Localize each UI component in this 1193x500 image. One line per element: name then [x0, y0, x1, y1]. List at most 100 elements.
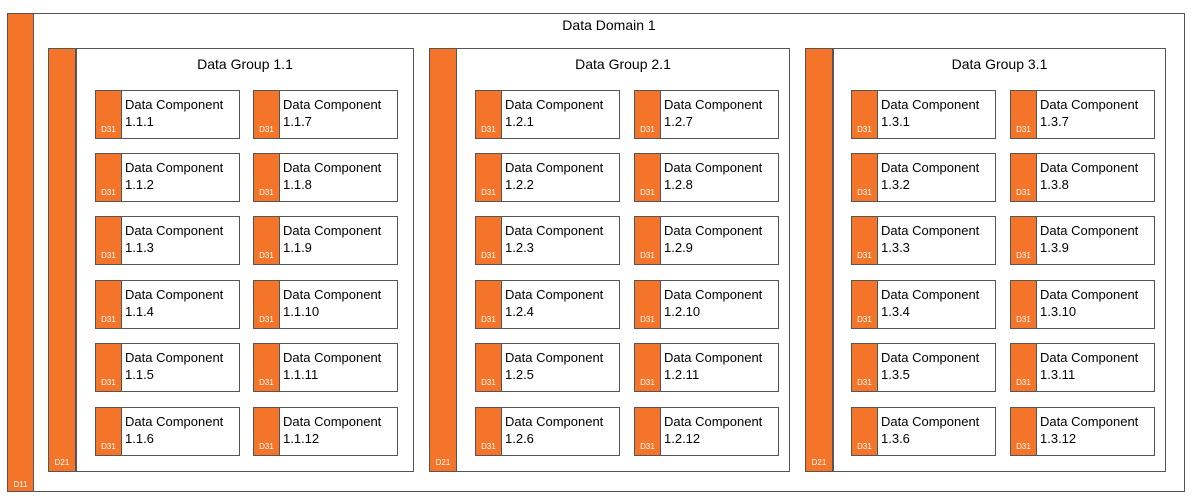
component-box: [501, 407, 620, 456]
component-box: [877, 280, 996, 329]
component-box: [660, 343, 779, 392]
component-code: D31: [1016, 378, 1031, 387]
component-code: D31: [481, 442, 496, 451]
component-label: Data Component 1.1.12: [283, 414, 382, 446]
component-box: [279, 343, 398, 392]
domain-code: D11: [13, 480, 28, 489]
component-box: [1036, 216, 1155, 265]
component-box: [121, 407, 240, 456]
component-box: [121, 216, 240, 265]
component-code: D31: [640, 378, 655, 387]
component-label: Data Component 1.2.9: [664, 223, 763, 255]
component-label: Data Component 1.2.2: [505, 160, 604, 192]
component-label: Data Component 1.2.5: [505, 350, 604, 382]
component-code: D31: [101, 188, 116, 197]
component-label: Data Component 1.1.6: [125, 414, 224, 446]
component-label: Data Component 1.2.12: [664, 414, 763, 446]
component-label: Data Component 1.2.1: [505, 97, 604, 129]
component-box: [1036, 407, 1155, 456]
component-box: [877, 407, 996, 456]
component-box: [660, 153, 779, 202]
component-label: Data Component 1.3.7: [1040, 97, 1139, 129]
component-box: [1036, 280, 1155, 329]
component-box: [1036, 343, 1155, 392]
component-box: [501, 216, 620, 265]
component-label: Data Component 1.2.8: [664, 160, 763, 192]
domain-sidebar-bar: [7, 13, 34, 492]
component-label: Data Component 1.1.9: [283, 223, 382, 255]
component-sidebar-bar: [253, 407, 280, 456]
component-label: Data Component 1.2.6: [505, 414, 604, 446]
component-code: D31: [259, 442, 274, 451]
component-box: [121, 90, 240, 139]
component-code: D31: [640, 315, 655, 324]
component-code: D31: [1016, 125, 1031, 134]
component-code: D31: [640, 442, 655, 451]
component-code: D31: [481, 315, 496, 324]
component-box: [877, 343, 996, 392]
component-box: [877, 153, 996, 202]
component-label: Data Component 1.1.10: [283, 287, 382, 319]
component-box: [660, 407, 779, 456]
component-label: Data Component 1.1.1: [125, 97, 224, 129]
component-box: [279, 216, 398, 265]
component-code: D31: [857, 378, 872, 387]
component-code: D31: [857, 188, 872, 197]
component-box: [121, 153, 240, 202]
component-sidebar-bar: [253, 280, 280, 329]
component-code: D31: [857, 442, 872, 451]
component-label: Data Component 1.2.11: [664, 350, 763, 382]
component-code: D31: [640, 125, 655, 134]
component-label: Data Component 1.3.9: [1040, 223, 1139, 255]
component-code: D31: [857, 125, 872, 134]
component-label: Data Component 1.1.7: [283, 97, 382, 129]
component-label: Data Component 1.1.8: [283, 160, 382, 192]
group-code: D21: [811, 458, 827, 467]
component-box: [279, 407, 398, 456]
component-code: D31: [1016, 188, 1031, 197]
component-code: D31: [101, 442, 116, 451]
component-code: D31: [259, 315, 274, 324]
component-sidebar-bar: [634, 280, 661, 329]
component-sidebar-bar: [95, 90, 122, 139]
component-label: Data Component 1.3.4: [881, 287, 980, 319]
component-label: Data Component 1.2.4: [505, 287, 604, 319]
component-sidebar-bar: [95, 153, 122, 202]
component-box: [877, 90, 996, 139]
component-label: Data Component 1.3.2: [881, 160, 980, 192]
component-label: Data Component 1.2.7: [664, 97, 763, 129]
component-sidebar-bar: [1010, 343, 1037, 392]
component-code: D31: [481, 125, 496, 134]
component-box: [279, 153, 398, 202]
component-label: Data Component 1.1.5: [125, 350, 224, 382]
domain-title: Data Domain 1: [562, 17, 656, 33]
group-sidebar-bar: [805, 48, 833, 472]
component-box: [121, 280, 240, 329]
component-label: Data Component 1.2.3: [505, 223, 604, 255]
component-code: D31: [481, 188, 496, 197]
component-code: D31: [259, 125, 274, 134]
component-code: D31: [259, 251, 274, 260]
component-code: D31: [640, 188, 655, 197]
